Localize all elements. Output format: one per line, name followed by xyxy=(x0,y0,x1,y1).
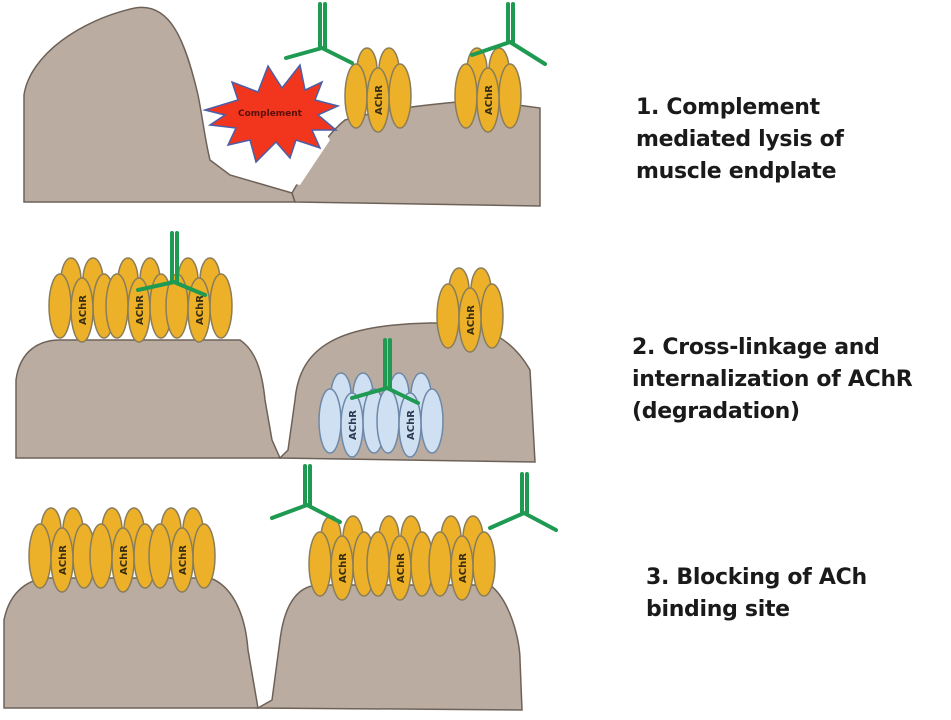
caption-panel-3: 3. Blocking of ACh binding site xyxy=(646,562,867,626)
caption-line: 1. Complement xyxy=(636,95,820,120)
receptor-label: AChR xyxy=(119,545,130,575)
caption-line: mediated lysis of xyxy=(636,127,844,152)
receptor-label: AChR xyxy=(458,553,469,583)
receptor-cluster: AChR xyxy=(366,515,434,601)
receptor-cluster: AChR xyxy=(89,507,157,593)
antibody xyxy=(284,2,354,65)
complement-burst: Complement xyxy=(202,63,341,164)
antibody xyxy=(270,464,342,524)
receptor-cluster: AChR xyxy=(454,47,522,133)
receptor-cluster: AChR xyxy=(148,507,216,593)
receptor-label: AChR xyxy=(348,410,359,440)
receptor-cluster: AChR xyxy=(436,267,504,353)
receptor-label: AChR xyxy=(396,553,407,583)
receptor-label: AChR xyxy=(135,295,146,325)
receptor-cluster: AChR xyxy=(165,257,233,343)
complement-label: Complement xyxy=(238,109,303,119)
antibody xyxy=(136,231,207,297)
caption-panel-1: 1. Complement mediated lysis of muscle e… xyxy=(636,92,844,188)
caption-line: 3. Blocking of ACh xyxy=(646,565,867,590)
cell-right-3 xyxy=(255,584,523,711)
receptor-label: AChR xyxy=(78,295,89,325)
receptor-label: AChR xyxy=(338,553,349,583)
receptor-label: AChR xyxy=(374,85,385,115)
caption-line: muscle endplate xyxy=(636,159,837,184)
cell-left-2 xyxy=(15,339,282,459)
panel-2: AChR AChR AChR AChR AChR AChR xyxy=(15,231,536,463)
receptor-cluster: AChR xyxy=(344,47,412,133)
receptor-label: AChR xyxy=(58,545,69,575)
receptor-label: AChR xyxy=(484,85,495,115)
panel-1: AChR AChR Complement xyxy=(23,2,547,207)
receptor-cluster: AChR xyxy=(28,507,96,593)
caption-line: binding site xyxy=(646,597,790,622)
caption-line: (degradation) xyxy=(632,399,800,424)
caption-panel-2: 2. Cross-linkage and internalization of … xyxy=(632,332,913,428)
antibody xyxy=(470,2,547,66)
antibody xyxy=(488,472,558,532)
receptor-label: AChR xyxy=(178,545,189,575)
caption-line: 2. Cross-linkage and xyxy=(632,335,880,360)
receptor-label: AChR xyxy=(195,295,206,325)
receptor-label: AChR xyxy=(406,410,417,440)
cell-left-1 xyxy=(23,6,297,203)
internalized-receptor-cluster: AChR xyxy=(376,372,444,458)
panel-3: AChR AChR AChR AChR AChR AChR xyxy=(3,464,558,711)
cell-left-3 xyxy=(3,577,259,709)
caption-line: internalization of AChR xyxy=(632,367,913,392)
antibody xyxy=(350,338,420,405)
receptor-cluster: AChR xyxy=(428,515,496,601)
receptor-cluster: AChR xyxy=(105,257,173,343)
receptor-cluster: AChR xyxy=(48,257,116,343)
internalized-receptor-cluster: AChR xyxy=(318,372,386,458)
receptor-cluster: AChR xyxy=(308,515,376,601)
receptor-label: AChR xyxy=(466,305,477,335)
